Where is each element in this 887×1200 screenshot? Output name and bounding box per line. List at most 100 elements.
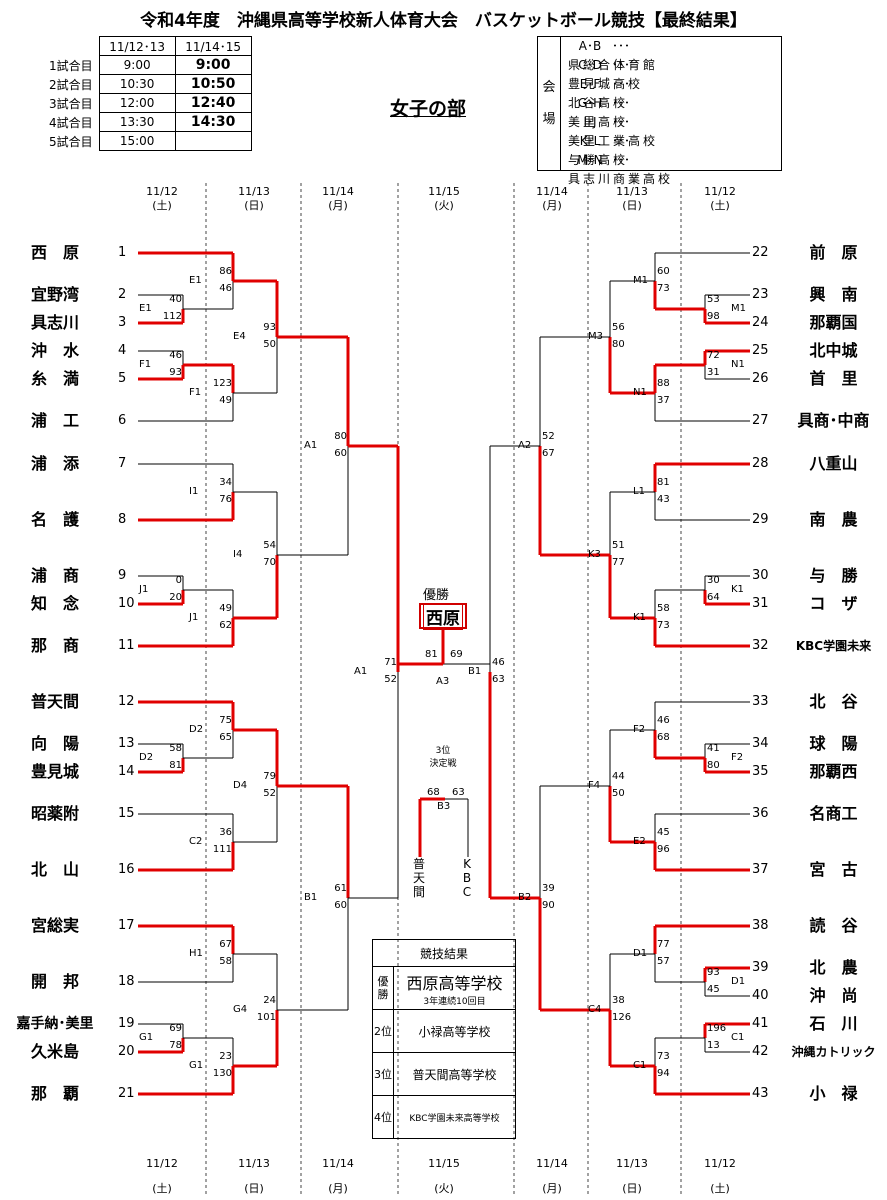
score: 0	[175, 575, 182, 586]
results-rank: 4位	[372, 1095, 394, 1139]
venue-label-char: 会	[542, 79, 556, 95]
seed-right: 24	[752, 315, 769, 330]
venue-dots: ･･･	[612, 134, 631, 148]
seed-right: 27	[752, 413, 769, 428]
score: 37	[657, 395, 670, 406]
score: 45	[657, 827, 670, 838]
venue-code: I･J	[583, 115, 597, 129]
seed-right: 43	[752, 1086, 769, 1101]
seed-right: 42	[752, 1044, 769, 1059]
score: 51	[612, 540, 625, 551]
team-name-right: 那覇国	[809, 313, 858, 332]
team-name-left: 宮総実	[30, 916, 79, 935]
score: 58	[169, 743, 182, 754]
game-code: A2	[518, 440, 532, 451]
weekday-footer: (日)	[622, 1182, 642, 1195]
score: 49	[219, 395, 232, 406]
game-code: B1	[304, 892, 318, 903]
schedule-time	[174, 131, 252, 151]
team-name-left: 久米島	[30, 1042, 79, 1061]
date-header: 11/12(土)	[132, 185, 192, 213]
score: 98	[707, 311, 720, 322]
date-label: 11/14	[322, 185, 354, 198]
game-code: G1	[139, 1032, 154, 1043]
team-name-left: 普天間	[30, 692, 79, 711]
results-name: 普天間高等学校	[393, 1052, 516, 1096]
weekday-footer: (土)	[710, 1182, 730, 1195]
weekday-footer: (月)	[542, 1182, 562, 1195]
team-name-right: 石 川	[809, 1014, 858, 1033]
seed-left: 4	[118, 343, 127, 358]
seed-left: 11	[118, 638, 135, 653]
weekday-label: (土)	[710, 199, 730, 212]
score: 69	[169, 1023, 182, 1034]
game-code: F2	[731, 752, 744, 763]
score: 52	[542, 431, 555, 442]
seed-left: 16	[118, 862, 135, 877]
schedule-row-label: 1試合目	[49, 58, 93, 73]
vertical-char: 天	[412, 871, 425, 885]
score: 80	[334, 431, 347, 442]
team-name-right: 南 農	[809, 510, 858, 529]
venue-name: 美里高校	[568, 115, 629, 129]
score: 81	[169, 760, 182, 771]
score: 61	[334, 883, 347, 894]
score: 73	[657, 283, 670, 294]
team-name-right: 北中城	[809, 341, 858, 360]
team-name-left: 昭薬附	[30, 804, 79, 823]
game-code: D1	[633, 948, 648, 959]
weekday-label: (日)	[244, 199, 264, 212]
team-name-left: 浦 商	[30, 566, 79, 585]
venue-code: A･B	[578, 39, 602, 53]
score: 63	[492, 674, 505, 685]
seed-right: 25	[752, 343, 769, 358]
seed-left: 14	[118, 764, 135, 779]
team-name-right: 具商･中商	[797, 411, 870, 430]
venue-name: 県総合体育館	[568, 58, 659, 72]
venue-code: K･L	[579, 134, 601, 148]
team-name-left: 名 護	[30, 510, 79, 529]
date-label: 11/13	[616, 185, 648, 198]
score: 101	[256, 1012, 276, 1023]
seed-left: 19	[118, 1016, 135, 1031]
score: 60	[657, 266, 670, 277]
score: 64	[707, 592, 720, 603]
venue-dots: ･･･	[612, 77, 631, 91]
score: 93	[263, 322, 276, 333]
score: 96	[657, 844, 670, 855]
date-label: 11/13	[238, 185, 270, 198]
seed-left: 13	[118, 736, 135, 751]
team-name-right: コ ザ	[809, 594, 858, 613]
score: 40	[169, 294, 182, 305]
game-code: J1	[189, 612, 199, 623]
game-code: I1	[189, 486, 199, 497]
score: 88	[657, 378, 670, 389]
seed-right: 23	[752, 287, 769, 302]
score: 81	[425, 649, 438, 660]
weekday-footer: (土)	[152, 1182, 172, 1195]
score: 57	[657, 956, 670, 967]
date-footer: 11/12	[704, 1157, 736, 1170]
game-code: M1	[633, 275, 648, 286]
team-name-left: 知 念	[30, 594, 79, 613]
score: 24	[263, 995, 276, 1006]
score: 112	[162, 311, 182, 322]
score: 45	[707, 984, 720, 995]
date-label: 11/12	[146, 185, 178, 198]
score: 43	[657, 494, 670, 505]
score: 58	[219, 956, 232, 967]
game-code: G4	[233, 1004, 248, 1015]
game-code: K1	[633, 612, 646, 623]
team-name-left: 開 邦	[30, 972, 79, 991]
score: 50	[612, 788, 625, 799]
score: 111	[212, 844, 232, 855]
weekday-footer: (月)	[328, 1182, 348, 1195]
seed-right: 26	[752, 371, 769, 386]
seed-left: 8	[118, 512, 127, 527]
venue-label: 会 場	[538, 37, 561, 170]
page-title: 令和4年度 沖縄県高等学校新人体育大会 バスケットボール競技【最終結果】	[140, 11, 747, 31]
team-name-right: 北 農	[809, 958, 858, 977]
score: 71	[384, 657, 397, 668]
game-code: G1	[189, 1060, 204, 1071]
game-code: E1	[189, 275, 202, 286]
